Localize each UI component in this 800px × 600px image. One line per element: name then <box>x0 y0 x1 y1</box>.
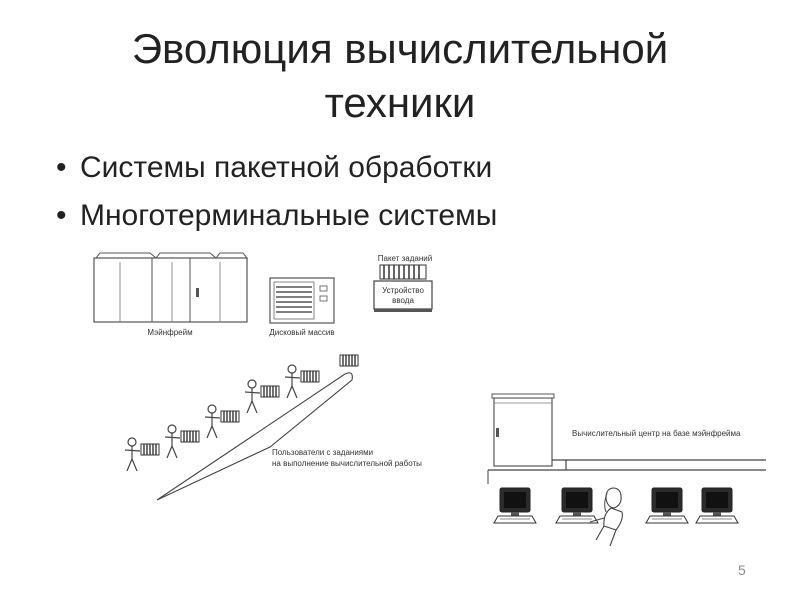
disk-array-label: Дисковый массив <box>269 328 334 337</box>
terminal-icon <box>645 487 689 524</box>
mainframe-icon <box>491 393 555 467</box>
card-deck-icon <box>140 443 160 456</box>
bullet-item-multiterminal-systems: • Многотерминальные системы <box>50 192 497 240</box>
card-deck-icon <box>180 430 200 443</box>
card-deck-icon <box>379 264 427 280</box>
mainframe-icon <box>93 252 249 323</box>
card-deck-icon <box>339 354 359 367</box>
disk-array-icon <box>269 277 335 324</box>
terminal-icon <box>555 487 599 524</box>
mainframe-label: Мэйнфрейм <box>147 328 192 337</box>
page-number: 5 <box>738 562 746 578</box>
card-deck-icon <box>220 410 240 423</box>
input-device-label-line1: Устройство <box>382 286 424 295</box>
terminal-icon <box>695 487 739 524</box>
slide-title: Эволюция вычислительной техники <box>80 22 720 130</box>
person-icon <box>284 364 301 399</box>
operator-icon <box>589 487 623 547</box>
users-label-line2: на выполнение вычислительной работы <box>272 459 422 468</box>
terminal-icon <box>493 487 537 524</box>
bullet-text: Системы пакетной обработки <box>80 151 493 184</box>
user-queue <box>124 354 359 501</box>
title-line-2: техники <box>324 79 476 126</box>
input-device-label-line2: ввода <box>392 296 414 305</box>
input-device-icon <box>373 280 433 312</box>
bullet-item-batch-systems: • Системы пакетной обработки <box>50 144 497 192</box>
job-packet-label: Пакет заданий <box>378 254 432 263</box>
terminal-network <box>487 459 766 524</box>
computing-center-label: Вычислительный центр на базе мэйнфрейма <box>572 429 741 438</box>
card-deck-icon <box>260 385 280 398</box>
users-label-line1: Пользователи с заданиями <box>272 448 373 457</box>
bullet-list: • Системы пакетной обработки • Многотерм… <box>50 144 497 240</box>
card-deck-icon <box>300 370 320 383</box>
person-icon <box>244 379 261 414</box>
bullet-dot-icon: • <box>56 151 67 184</box>
person-icon <box>124 437 141 472</box>
title-line-1: Эволюция вычислительной <box>131 25 669 72</box>
bullet-dot-icon: • <box>56 199 67 232</box>
person-icon <box>204 404 221 439</box>
person-icon <box>164 424 181 459</box>
bullet-text: Многотерминальные системы <box>80 199 498 232</box>
